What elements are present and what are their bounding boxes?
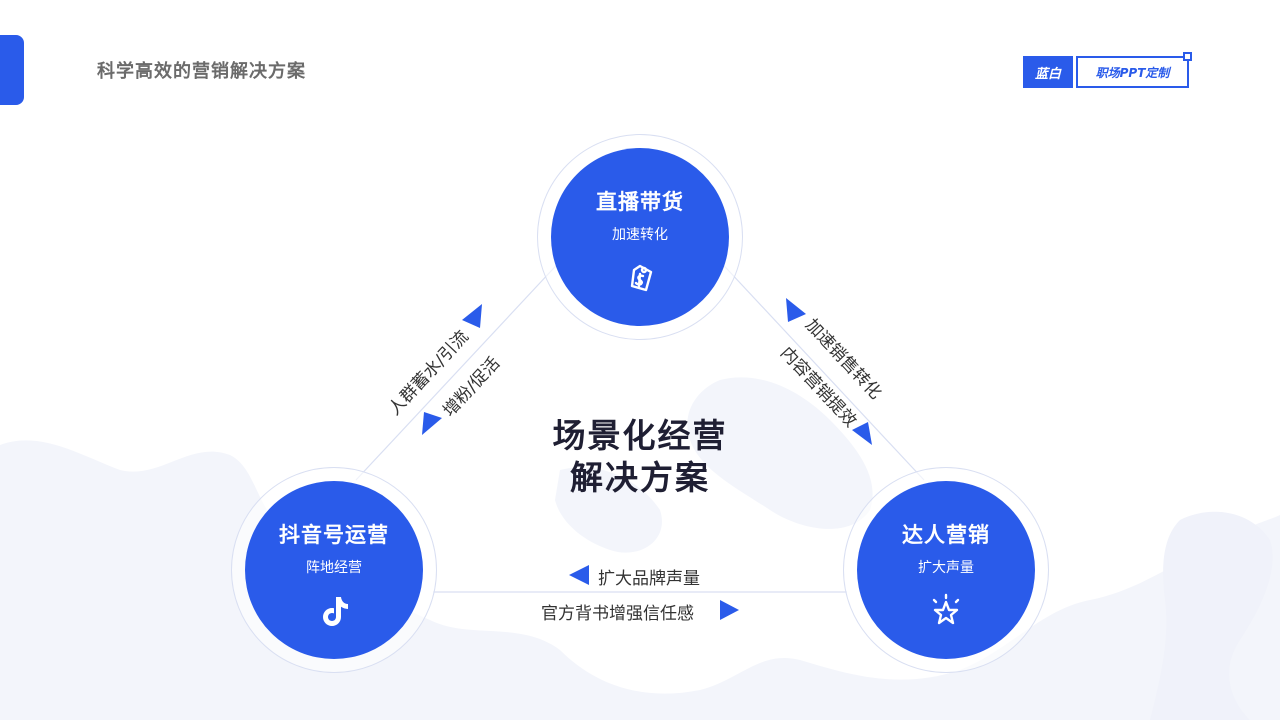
arrow-right-up bbox=[786, 298, 806, 322]
center-title: 场景化经营 解决方案 bbox=[540, 415, 740, 499]
bottom-edge-label-2: 官方背书增强信任感 bbox=[541, 604, 694, 624]
price-tag-icon bbox=[630, 264, 653, 292]
brand-badge: 蓝白 bbox=[1023, 56, 1073, 88]
node-subtitle: 加速转化 bbox=[612, 227, 668, 243]
node-subtitle: 阵地经营 bbox=[306, 560, 362, 576]
slide-title: 科学高效的营销解决方案 bbox=[97, 61, 306, 82]
brand-tagline: 职场PPT定制 bbox=[1076, 56, 1189, 88]
center-title-line1: 场景化经营 bbox=[552, 416, 728, 455]
arrow-bottom-left bbox=[569, 565, 589, 585]
accent-bar bbox=[0, 35, 24, 105]
node-title: 直播带货 bbox=[596, 190, 684, 214]
node-live-commerce[interactable]: 直播带货 加速转化 bbox=[551, 148, 729, 326]
bottom-edge-label-1: 扩大品牌声量 bbox=[598, 569, 700, 589]
node-subtitle: 扩大声量 bbox=[918, 560, 974, 576]
badge-corner-square bbox=[1183, 52, 1192, 61]
arrow-bottom-right bbox=[720, 600, 739, 620]
node-title: 达人营销 bbox=[902, 523, 990, 547]
arrow-left-up bbox=[462, 304, 482, 328]
node-title: 抖音号运营 bbox=[279, 523, 389, 547]
node-influencer-marketing[interactable]: 达人营销 扩大声量 bbox=[857, 481, 1035, 659]
star-icon bbox=[932, 593, 960, 625]
node-douyin-account[interactable]: 抖音号运营 阵地经营 bbox=[245, 481, 423, 659]
tiktok-icon bbox=[323, 597, 348, 626]
center-title-line2: 解决方案 bbox=[570, 458, 710, 497]
arrow-right-down bbox=[852, 422, 872, 445]
arrow-left-down bbox=[422, 412, 442, 435]
